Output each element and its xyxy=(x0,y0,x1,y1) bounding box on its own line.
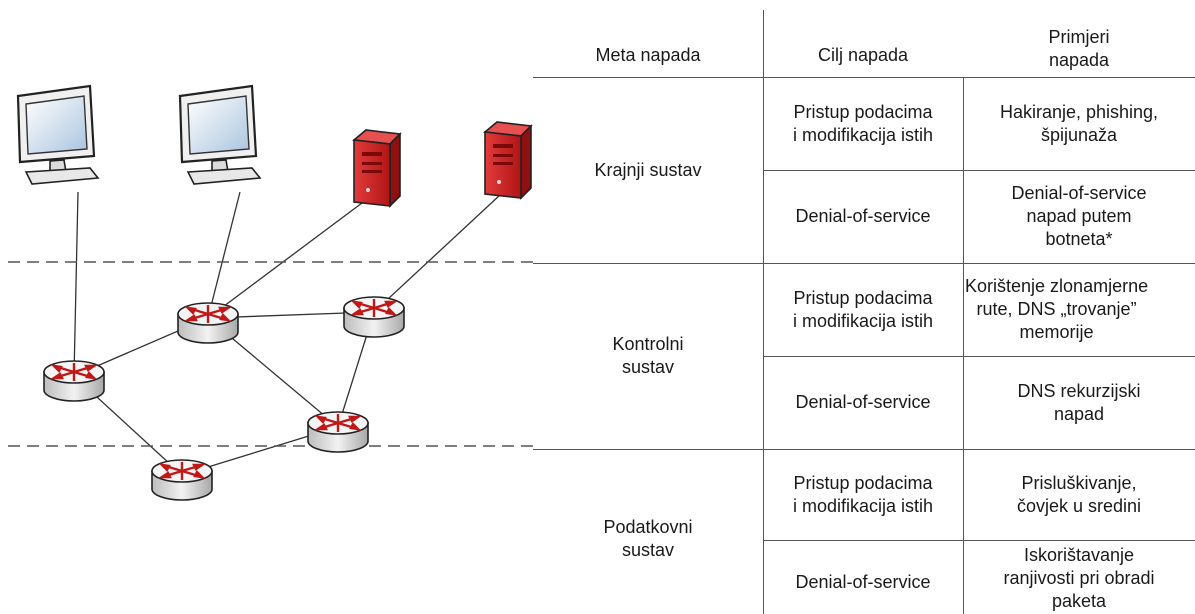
examples-cell: Denial-of-service napad putem botneta* xyxy=(1011,183,1147,249)
goal-cell: Pristup podacima i modifikacija istih xyxy=(792,287,934,331)
header-examples: Primjeri napada xyxy=(1048,27,1110,70)
header-target: Meta napada xyxy=(595,44,701,65)
column-divider xyxy=(963,77,964,614)
network-link xyxy=(207,191,241,319)
router-icon xyxy=(176,301,240,345)
attack-table: Meta napada Cilj napada Primjeri napada … xyxy=(533,10,1195,614)
router-icon xyxy=(306,410,370,454)
router-icon xyxy=(150,458,214,502)
network-link xyxy=(73,191,79,377)
network-link xyxy=(373,194,501,313)
goal-cell: Pristup podacima i modifikacija istih xyxy=(792,101,934,145)
examples-cell: Prisluškivanje, čovjek u sredini xyxy=(1016,472,1142,516)
goal-cell: Denial-of-service xyxy=(795,571,931,592)
monitor-icon xyxy=(178,84,262,186)
network-link xyxy=(207,199,367,319)
target-data-system: Podatkovni sustav xyxy=(603,517,693,560)
monitor-icon xyxy=(16,84,100,186)
row-divider xyxy=(763,540,1195,541)
network-diagram xyxy=(8,84,533,502)
column-divider xyxy=(763,10,764,614)
row-divider xyxy=(763,356,1195,357)
examples-cell: DNS rekurzijski napad xyxy=(1017,380,1141,424)
router-icon xyxy=(42,359,106,403)
network-nodes xyxy=(16,84,532,502)
server-icon xyxy=(353,129,401,207)
server-icon xyxy=(484,121,532,199)
goal-cell: Pristup podacima i modifikacija istih xyxy=(792,472,934,516)
router-icon xyxy=(342,295,406,339)
header-goal: Cilj napada xyxy=(817,44,909,65)
row-divider xyxy=(763,170,1195,171)
examples-cell: Iskorištavanje ranjivosti pri obradi pak… xyxy=(1003,545,1155,611)
examples-cell: Korištenje zlonamjerne rute, DNS „trovan… xyxy=(965,276,1149,342)
group-divider xyxy=(533,263,1195,264)
header-divider xyxy=(533,77,1195,78)
group-divider xyxy=(533,449,1195,450)
target-end-system: Krajnji sustav xyxy=(594,159,702,180)
goal-cell: Denial-of-service xyxy=(795,206,931,226)
target-control-system: Kontrolni sustav xyxy=(612,334,684,377)
network-links xyxy=(73,191,501,476)
goal-cell: Denial-of-service xyxy=(795,392,931,412)
examples-cell: Hakiranje, phishing, špijunaža xyxy=(999,101,1159,145)
